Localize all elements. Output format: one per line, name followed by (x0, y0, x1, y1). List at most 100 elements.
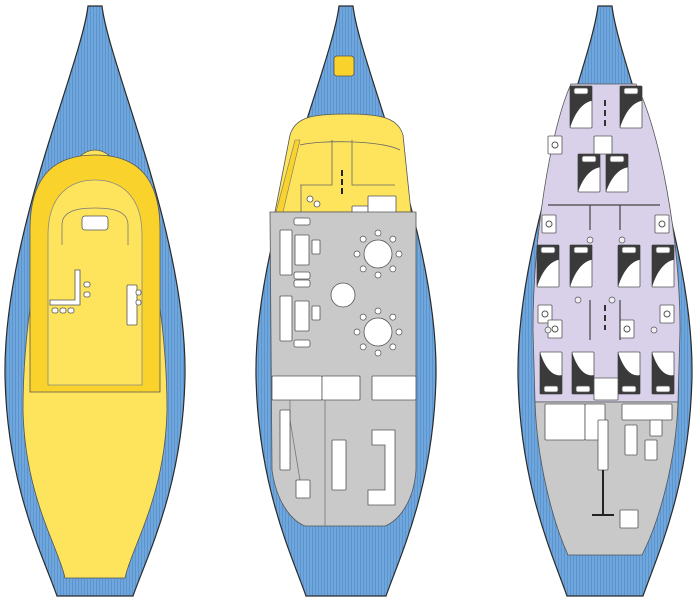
drain-icon (541, 310, 549, 318)
stool (293, 339, 311, 348)
chair (353, 328, 361, 336)
toilet-icon (618, 236, 626, 244)
pillow (543, 385, 559, 393)
toilet-icon (586, 236, 594, 244)
hatch (333, 55, 355, 77)
bed (617, 351, 641, 395)
counter (321, 375, 361, 401)
chair (389, 235, 397, 243)
walls (300, 140, 395, 212)
pillow (573, 87, 589, 95)
counter (371, 375, 417, 401)
drain-icon (551, 141, 559, 149)
stool (135, 289, 142, 296)
blanket (620, 86, 642, 128)
dining-table (363, 317, 393, 347)
stool (51, 307, 59, 314)
drain-icon (663, 310, 671, 318)
pillow (623, 87, 639, 95)
sofa (49, 269, 81, 306)
pillow (540, 246, 556, 254)
pillow (621, 246, 637, 254)
toilet-icon (650, 326, 658, 334)
aft-deck (274, 113, 412, 213)
bed (539, 351, 563, 395)
line (299, 141, 401, 151)
stool (306, 195, 314, 203)
main-deck (255, 5, 437, 597)
stool (83, 281, 91, 288)
blanket (570, 86, 592, 128)
pillow (621, 385, 637, 393)
engine (597, 419, 609, 471)
lower-deck (517, 5, 693, 597)
salon (269, 211, 417, 527)
chair (311, 239, 321, 255)
blanket (572, 352, 594, 394)
shower (541, 214, 557, 234)
chair (359, 313, 367, 321)
bed (605, 153, 629, 193)
counter (331, 439, 347, 491)
pillow (581, 155, 597, 163)
blanket (652, 352, 674, 394)
storage (621, 403, 673, 421)
chair (359, 343, 367, 351)
stool (293, 271, 311, 280)
stool (135, 299, 142, 306)
galley-counter (271, 375, 323, 401)
chair (374, 349, 382, 357)
box (367, 195, 397, 215)
blanket (618, 245, 640, 287)
chair (374, 229, 382, 237)
stool (67, 307, 75, 314)
vent (619, 509, 639, 529)
stairs (593, 135, 613, 155)
sofa (294, 300, 310, 332)
stool (313, 200, 321, 208)
tank (624, 424, 638, 456)
deck-inner (47, 179, 143, 386)
round-table (330, 282, 356, 308)
drain-icon (551, 325, 559, 333)
chair (389, 343, 397, 351)
counter-l (367, 429, 396, 506)
tank (644, 439, 658, 461)
bed (569, 85, 593, 129)
chair (395, 328, 403, 336)
toilet-icon (574, 296, 582, 304)
pillow (573, 246, 589, 254)
stool (59, 307, 67, 314)
chair (359, 265, 367, 273)
bed (617, 244, 641, 288)
chair (395, 250, 403, 258)
chair (389, 265, 397, 273)
blanket (540, 352, 562, 394)
sofa (279, 295, 293, 342)
toilet-icon (544, 326, 552, 334)
pillow (655, 385, 671, 393)
drain-icon (658, 220, 666, 228)
blanket (606, 154, 628, 192)
blanket (570, 245, 592, 287)
chair (359, 235, 367, 243)
canopy-line (61, 207, 129, 245)
bed (651, 351, 675, 395)
chair (374, 307, 382, 315)
blanket (652, 245, 674, 287)
sofa (279, 229, 293, 276)
bed (619, 85, 643, 129)
blanket (578, 154, 600, 192)
blanket (618, 352, 640, 394)
pillow (609, 155, 625, 163)
bed (569, 244, 593, 288)
sofa (294, 234, 310, 266)
shower (537, 304, 553, 324)
walls (548, 204, 660, 340)
bed (577, 153, 601, 193)
sun-deck (4, 5, 186, 597)
bed (651, 244, 675, 288)
pillow (575, 385, 591, 393)
drain-icon (623, 325, 631, 333)
